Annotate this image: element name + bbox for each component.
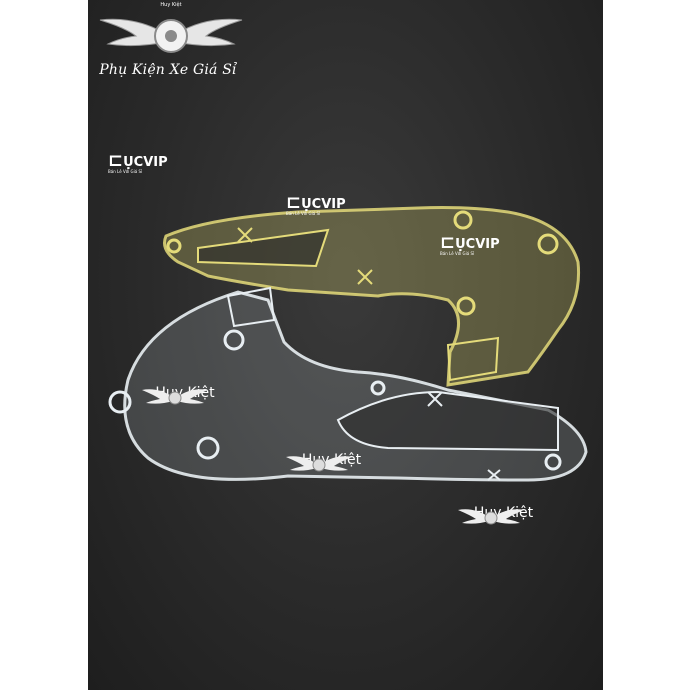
cucvip-watermark-1: ⊏ỤCVIP Bán Lẻ Với Giá Sỉ <box>108 150 168 174</box>
huykiet-watermark-2: Huy Kiệt <box>284 452 379 472</box>
product-illustration <box>108 206 588 482</box>
cucvip-mark-icon: ⊏ <box>440 232 456 253</box>
cucvip-watermark-3: ⊏ỤCVIP Bán Lẻ Với Giá Sỉ <box>440 232 500 256</box>
product-photo: Huy Kiệt Phụ Kiện Xe Giá Sỉ ⊏ỤCVIP Bán L… <box>88 0 603 690</box>
cucvip-mark-icon: ⊏ <box>108 150 124 171</box>
cucvip-mark-icon: ⊏ <box>286 192 302 213</box>
clear-chain-cover <box>108 286 588 482</box>
winged-emblem-icon <box>286 456 352 472</box>
huykiet-watermark-3: Huy Kiệt <box>456 505 551 525</box>
winged-emblem-icon <box>458 509 524 525</box>
huykiet-watermark-1: Huy Kiệt <box>140 385 230 405</box>
brand-badge-text: Huy Kiệt <box>160 2 182 8</box>
cucvip-watermark-2: ⊏ỤCVIP Bán Lẻ Với Giá Sỉ <box>286 192 346 216</box>
winged-wheel-logo-icon <box>99 18 243 53</box>
yellow-chain-cover <box>163 206 581 387</box>
brand-tagline: Phụ Kiện Xe Giá Sỉ <box>99 62 237 78</box>
brand-badge: Huy Kiệt <box>96 2 246 58</box>
winged-emblem-icon <box>142 389 208 405</box>
